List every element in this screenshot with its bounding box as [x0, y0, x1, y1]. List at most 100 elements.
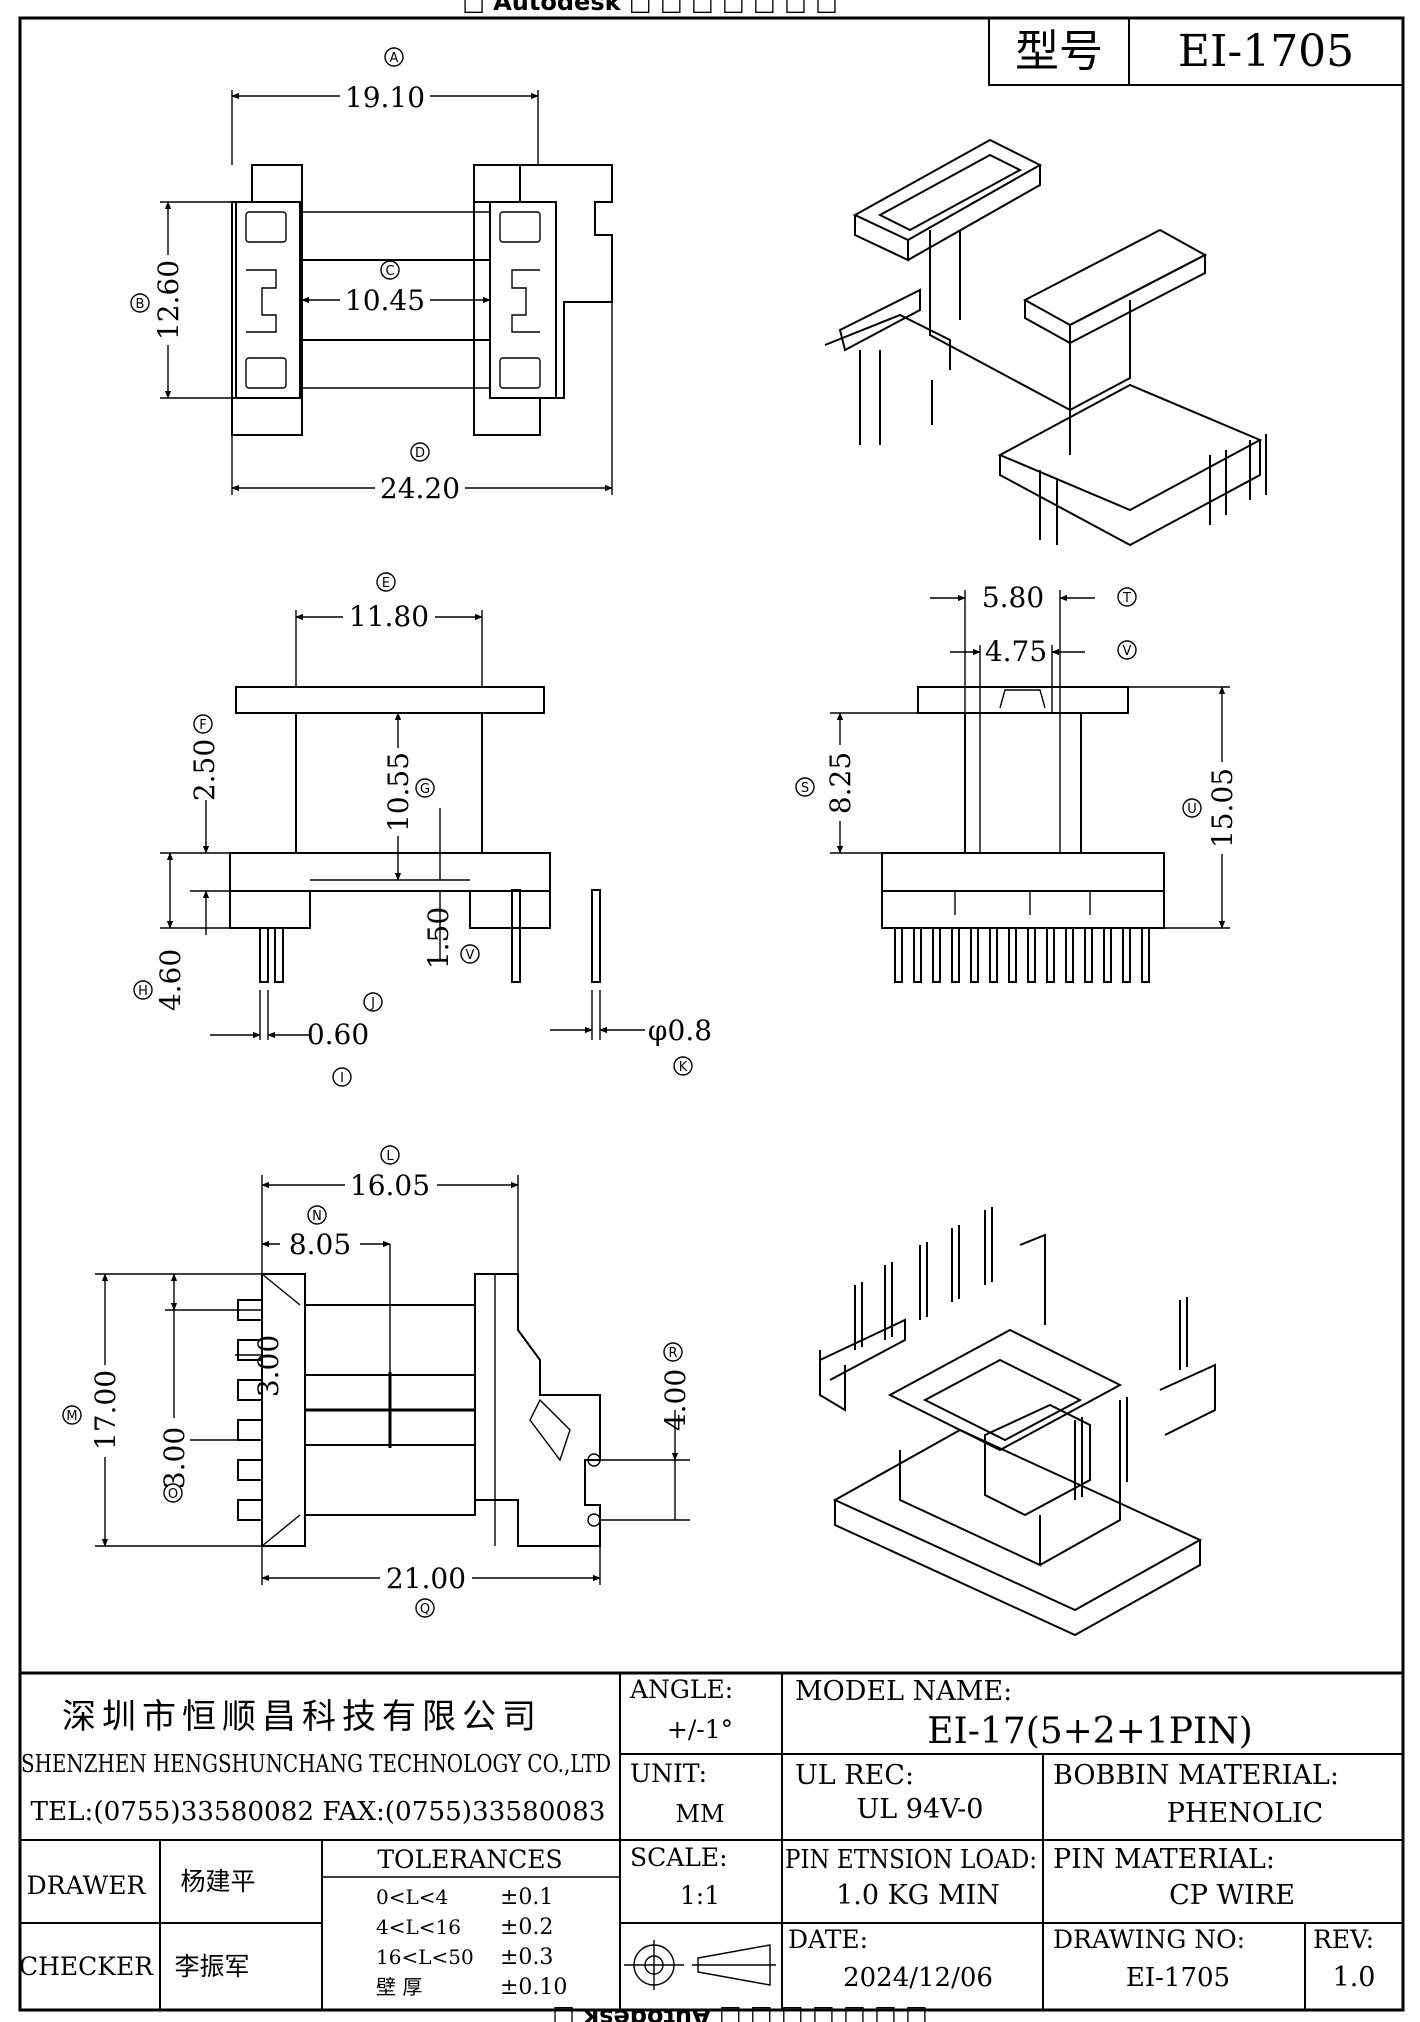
balloon-r: R — [668, 1346, 677, 1361]
tolerance-range-3: 16<L<50 — [376, 1945, 474, 1969]
dim-v-front: 1.50 — [422, 907, 455, 969]
bobbin-material-label: BOBBIN MATERIAL: — [1053, 1760, 1339, 1791]
tolerance-value-2: ±0.2 — [500, 1915, 553, 1940]
bobbin-material-value: PHENOLIC — [1167, 1798, 1323, 1829]
dim-r: 4.00 — [659, 1369, 692, 1431]
drawer-label: DRAWER — [27, 1871, 147, 1900]
date-label: DATE: — [788, 1925, 868, 1954]
balloon-e: E — [382, 576, 390, 591]
pin-load-value: 1.0 KG MIN — [836, 1880, 1000, 1911]
dim-a: 19.10 — [345, 81, 425, 114]
pin-material-label: PIN MATERIAL: — [1053, 1844, 1275, 1875]
balloon-n: N — [312, 1209, 322, 1224]
balloon-a: A — [390, 51, 399, 66]
balloon-v-side: V — [1123, 644, 1132, 659]
balloon-f: F — [199, 718, 206, 733]
dim-i: 0.60 — [307, 1018, 369, 1051]
model-name-label: MODEL NAME: — [795, 1676, 1012, 1707]
front-view: 11.80 10.55 2.50 4.60 1.50 0.60 φ0.8 — [154, 600, 712, 1051]
dim-n: 8.05 — [289, 1228, 351, 1261]
balloon-o: O — [168, 1487, 178, 1502]
balloon-d: D — [415, 446, 425, 461]
balloon-l: L — [386, 1149, 394, 1164]
balloon-u: U — [1187, 802, 1197, 817]
angle-label: ANGLE: — [629, 1675, 733, 1704]
dim-g: 10.55 — [382, 752, 415, 832]
angle-value: +/-1° — [667, 1715, 733, 1744]
dim-f: 2.50 — [188, 739, 221, 801]
tolerance-range-1: 0<L<4 — [376, 1885, 448, 1909]
dim-v-side: 4.75 — [985, 635, 1047, 668]
balloon-m: M — [66, 1409, 77, 1424]
dim-d: 24.20 — [380, 472, 460, 505]
watermark-bottom: □ □ □ □ □ □ □ Autodesk □ — [552, 2004, 928, 2022]
title-block: 深圳市恒顺昌科技有限公司 SHENZHEN HENGSHUNCHANG TECH… — [19, 1671, 1403, 2010]
reference-balloons: A B C D E F G H I J K V T V S U L N M O … — [62, 47, 1202, 1618]
balloon-s: S — [801, 781, 809, 796]
drawer-value: 杨建平 — [180, 1867, 255, 1896]
dim-c: 10.45 — [345, 284, 425, 317]
dim-b: 12.60 — [152, 260, 185, 340]
dim-m: 17.00 — [89, 1370, 122, 1450]
tolerance-value-1: ±0.1 — [500, 1885, 553, 1910]
checker-label: CHECKER — [19, 1952, 154, 1981]
iso-view-bottom — [819, 1207, 1216, 1637]
bottom-view-pin-slots — [237, 1299, 262, 1521]
side-view-pins — [894, 927, 1150, 983]
drawing-border — [18, 16, 1405, 2012]
dim-o2: 3.00 — [252, 1335, 285, 1397]
drawing-no-label: DRAWING NO: — [1053, 1925, 1245, 1954]
tolerance-value-3: ±0.3 — [500, 1945, 553, 1970]
drawing-no-value: EI-1705 — [1126, 1963, 1230, 1993]
balloon-q: Q — [420, 1602, 430, 1617]
balloon-t: T — [1122, 591, 1131, 606]
side-view: 5.80 4.75 8.25 15.05 — [824, 581, 1239, 983]
balloon-i: I — [340, 1071, 344, 1086]
unit-label: UNIT: — [630, 1759, 707, 1788]
ul-rec-value: UL 94V-0 — [857, 1794, 984, 1825]
balloon-v-front: V — [466, 948, 475, 963]
iso-view-top — [824, 138, 1267, 547]
rev-value: 1.0 — [1333, 1962, 1376, 1993]
balloon-h: H — [138, 984, 148, 999]
dim-o: 3.00 — [158, 1427, 191, 1489]
model-type-value: EI-1705 — [1178, 26, 1354, 77]
scale-value: 1:1 — [680, 1881, 720, 1910]
dim-h: 4.60 — [154, 949, 187, 1011]
dim-k: φ0.8 — [648, 1014, 712, 1047]
model-type-label: 型号 — [1015, 26, 1103, 77]
company-contact: TEL:(0755)33580082 FAX:(0755)33580083 — [31, 1797, 606, 1827]
balloon-k: K — [679, 1060, 688, 1075]
balloon-j: J — [370, 996, 375, 1011]
dim-u: 15.05 — [1206, 768, 1239, 848]
date-value: 2024/12/06 — [843, 1963, 993, 1993]
top-view: 19.10 12.60 10.45 24.20 — [152, 80, 613, 505]
dim-l: 16.05 — [350, 1169, 430, 1202]
scale-label: SCALE: — [630, 1843, 728, 1872]
projection-symbol — [624, 1940, 776, 1990]
model-name-value: EI-17(5+2+1PIN) — [927, 1711, 1253, 1752]
balloon-b: B — [136, 297, 145, 312]
pin-load-label: PIN ETNSION LOAD: — [785, 1845, 1037, 1875]
unit-value: MM — [675, 1800, 724, 1828]
tolerance-value-4: ±0.10 — [500, 1975, 567, 2000]
balloon-c: C — [385, 264, 394, 279]
tolerances-label: TOLERANCES — [377, 1845, 562, 1874]
company-name-cn: 深圳市恒顺昌科技有限公司 — [62, 1697, 542, 1737]
watermark-top: □ Autodesk □ □ □ □ □ □ □ — [462, 0, 838, 16]
balloon-g: G — [420, 782, 430, 797]
dim-e: 11.80 — [349, 600, 429, 633]
checker-value: 李振军 — [174, 1952, 249, 1981]
ul-rec-label: UL REC: — [795, 1760, 914, 1791]
model-header: 型号 EI-1705 — [988, 17, 1404, 86]
pin-material-value: CP WIRE — [1169, 1880, 1295, 1911]
tolerance-range-2: 4<L<16 — [376, 1915, 461, 1939]
dim-q: 21.00 — [386, 1562, 466, 1595]
dim-t: 5.80 — [982, 581, 1044, 614]
bottom-view: 16.05 8.05 17.00 3.00 3.00 4.00 21.00 — [89, 1169, 692, 1595]
company-name-en: SHENZHEN HENGSHUNCHANG TECHNOLOGY CO.,LT… — [21, 1750, 611, 1778]
rev-label: REV: — [1313, 1925, 1374, 1954]
tolerance-range-4: 壁 厚 — [376, 1975, 422, 1999]
dim-s: 8.25 — [824, 752, 857, 814]
